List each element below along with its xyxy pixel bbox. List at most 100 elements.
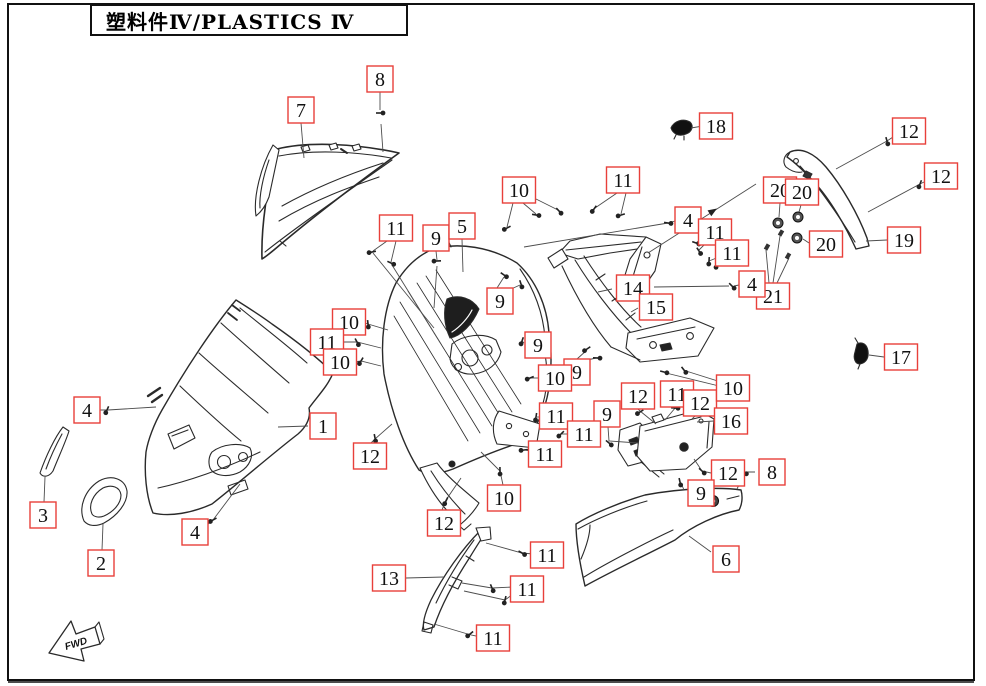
callout-5-21[interactable]: 5 xyxy=(448,212,476,240)
callout-4-15[interactable]: 4 xyxy=(738,270,766,298)
fastener-screw-icon xyxy=(465,630,474,639)
callout-number: 9 xyxy=(572,362,582,384)
fastener-screw-icon xyxy=(387,260,397,267)
callout-11-37[interactable]: 11 xyxy=(527,440,563,468)
callout-number: 11 xyxy=(517,579,536,601)
callout-11-19[interactable]: 11 xyxy=(378,214,414,242)
callout-20-12[interactable]: 20 xyxy=(808,230,844,258)
callout-17-18[interactable]: 17 xyxy=(883,343,919,371)
callout-4-7[interactable]: 4 xyxy=(674,206,702,234)
leader-line xyxy=(698,244,705,251)
callout-10-42[interactable]: 10 xyxy=(486,484,522,512)
callout-11-35[interactable]: 11 xyxy=(538,402,574,430)
fastener-screw-icon xyxy=(500,272,509,280)
callout-12-4[interactable]: 12 xyxy=(923,162,959,190)
leader-line xyxy=(620,192,627,215)
fastener-screw-icon xyxy=(207,517,217,524)
part-7-windshield xyxy=(254,142,400,260)
leader-line xyxy=(100,406,157,411)
part-16-bracket xyxy=(617,409,715,478)
leader-line xyxy=(435,250,438,261)
fastener-screw-icon xyxy=(698,467,707,476)
page-border xyxy=(7,3,975,683)
leader-line xyxy=(778,202,781,218)
callout-11-45[interactable]: 11 xyxy=(529,541,565,569)
callout-21-14[interactable]: 21 xyxy=(755,282,791,310)
callout-6-44[interactable]: 6 xyxy=(712,545,740,573)
callout-12-3[interactable]: 12 xyxy=(891,117,927,145)
callout-number: 20 xyxy=(792,182,812,204)
callout-number: 11 xyxy=(546,406,565,428)
fastener-screw-icon xyxy=(555,207,564,216)
callout-19-13[interactable]: 19 xyxy=(886,226,922,254)
callout-number: 10 xyxy=(330,352,350,374)
callout-number: 21 xyxy=(763,286,783,308)
callout-number: 11 xyxy=(722,243,741,265)
hardware-fasteners xyxy=(103,110,923,639)
leader-line xyxy=(433,265,438,309)
fastener-screw-icon xyxy=(663,221,674,226)
callout-12-43[interactable]: 12 xyxy=(426,509,462,537)
callout-11-36[interactable]: 11 xyxy=(566,420,602,448)
spacer-icon xyxy=(784,252,792,260)
callout-10-5[interactable]: 10 xyxy=(501,176,537,204)
callout-number: 11 xyxy=(705,222,724,244)
callout-number: 8 xyxy=(375,69,385,91)
fastener-screw-icon xyxy=(519,279,525,290)
fastener-screw-icon xyxy=(728,282,737,291)
callout-11-9[interactable]: 11 xyxy=(714,239,750,267)
callout-20-11[interactable]: 20 xyxy=(784,178,820,206)
callout-2-52[interactable]: 2 xyxy=(87,549,115,577)
callout-8-1[interactable]: 8 xyxy=(366,65,394,93)
part-5-center-panel xyxy=(381,237,552,531)
callout-8-39[interactable]: 8 xyxy=(758,458,786,486)
callout-3-51[interactable]: 3 xyxy=(29,501,57,529)
leader-line xyxy=(664,406,677,421)
callout-16-32[interactable]: 16 xyxy=(713,407,749,435)
leader-line xyxy=(630,307,639,313)
callout-1-50[interactable]: 1 xyxy=(309,412,337,440)
leader-line xyxy=(597,288,613,293)
callout-18-2[interactable]: 18 xyxy=(698,112,734,140)
callout-number: 1 xyxy=(318,416,328,438)
callout-4-53[interactable]: 4 xyxy=(181,518,209,546)
fastener-screw-icon xyxy=(366,250,377,256)
callout-number: 18 xyxy=(706,116,726,138)
grommet-icon xyxy=(772,217,784,229)
callout-9-26[interactable]: 9 xyxy=(524,331,552,359)
callout-10-33[interactable]: 10 xyxy=(715,374,751,402)
callout-15-17[interactable]: 15 xyxy=(638,293,674,321)
page-title: 塑料件Ⅳ/PLASTICS Ⅳ xyxy=(106,9,355,34)
callout-11-6[interactable]: 11 xyxy=(605,166,641,194)
callout-number: 9 xyxy=(602,404,612,426)
callout-number: 19 xyxy=(894,230,914,252)
callout-13-46[interactable]: 13 xyxy=(371,564,407,592)
callout-9-22[interactable]: 9 xyxy=(486,287,514,315)
callout-12-31[interactable]: 12 xyxy=(682,389,718,417)
callout-11-48[interactable]: 11 xyxy=(475,624,511,652)
callout-12-29[interactable]: 12 xyxy=(620,382,656,410)
callout-12-38[interactable]: 12 xyxy=(710,459,746,487)
callout-12-41[interactable]: 12 xyxy=(352,442,388,470)
callout-11-47[interactable]: 11 xyxy=(509,575,545,603)
callout-number: 7 xyxy=(296,100,306,122)
fastener-screw-icon xyxy=(524,375,535,382)
callout-9-40[interactable]: 9 xyxy=(687,479,715,507)
fastener-screw-icon xyxy=(696,247,704,256)
leader-line xyxy=(665,372,720,387)
callout-number: 11 xyxy=(483,628,502,650)
callout-4-49[interactable]: 4 xyxy=(73,396,101,424)
leader-line xyxy=(101,523,104,551)
arrowhead-icon xyxy=(707,208,717,217)
leader-line xyxy=(802,238,810,244)
callout-10-28[interactable]: 10 xyxy=(537,364,573,392)
leader-line xyxy=(531,196,559,211)
callout-7-0[interactable]: 7 xyxy=(287,96,315,124)
callout-9-20[interactable]: 9 xyxy=(422,224,450,252)
callout-10-25[interactable]: 10 xyxy=(322,348,358,376)
leader-line xyxy=(506,202,514,228)
fastener-screw-icon xyxy=(442,497,449,507)
fastener-screw-icon xyxy=(354,338,361,348)
leader-line xyxy=(496,276,505,289)
